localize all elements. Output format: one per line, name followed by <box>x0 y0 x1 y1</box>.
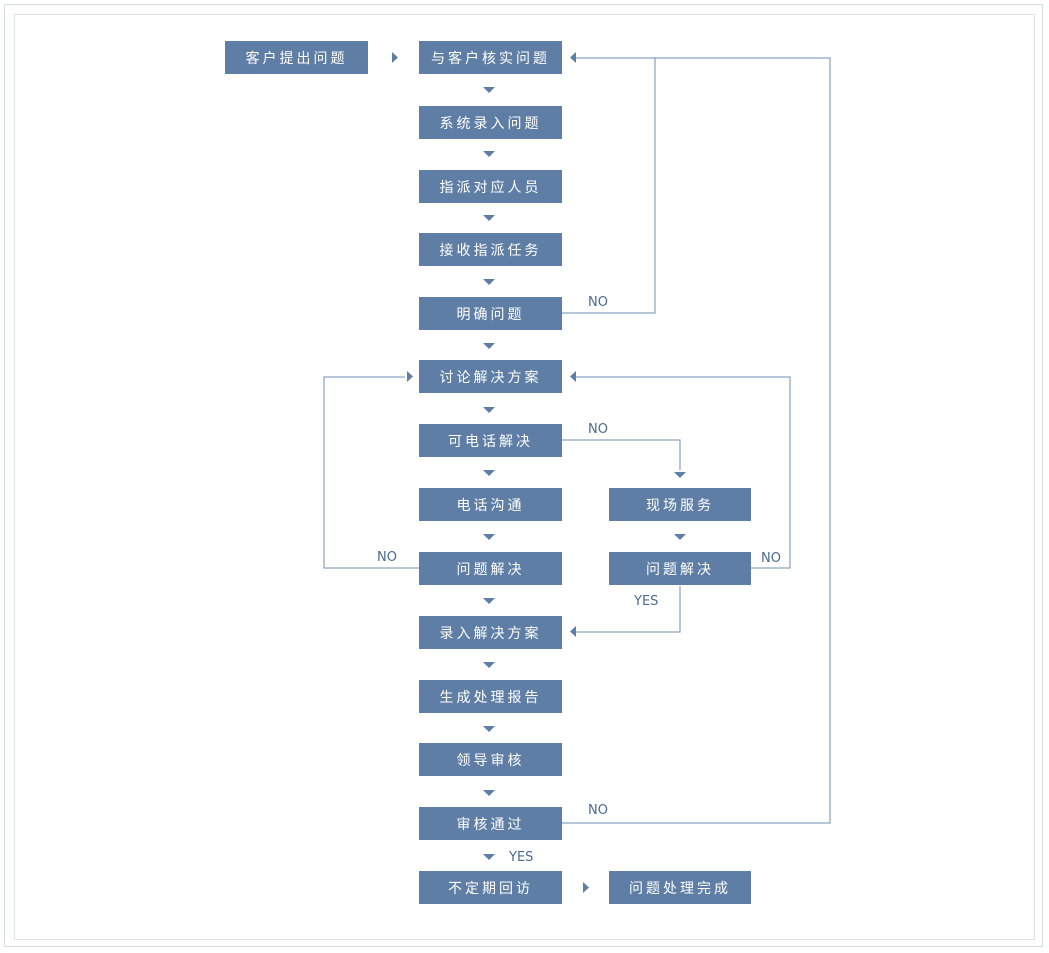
box-clarify-issue: 明确问题 <box>419 297 562 330</box>
box-phone-solvable: 可电话解决 <box>419 424 562 457</box>
box-review-passed: 审核通过 <box>419 807 562 840</box>
box-generate-report: 生成处理报告 <box>419 680 562 713</box>
arrow-down <box>483 215 495 221</box>
arrow-left <box>570 371 576 382</box>
connector-review-no <box>562 57 831 824</box>
connector-left-no <box>323 376 419 569</box>
arrow-down <box>483 598 495 604</box>
connector-right-no <box>576 376 791 569</box>
arrow-down <box>483 726 495 732</box>
box-assign-staff: 指派对应人员 <box>419 170 562 203</box>
box-issue-solved-right: 问题解决 <box>609 552 751 585</box>
arrow-down <box>674 534 686 540</box>
arrow-down <box>483 534 495 540</box>
label-no-right: NO <box>761 551 781 566</box>
box-receive-task: 接收指派任务 <box>419 233 562 266</box>
connector-clarify-no <box>562 57 656 314</box>
arrow-left <box>570 52 576 63</box>
arrow-down <box>483 662 495 668</box>
arrow-down <box>483 790 495 796</box>
label-no-left: NO <box>377 550 397 565</box>
connector-right-yes <box>576 586 681 633</box>
box-onsite-service: 现场服务 <box>609 488 751 521</box>
box-issue-solved-left: 问题解决 <box>419 552 562 585</box>
box-verify-with-customer: 与客户核实问题 <box>419 41 562 74</box>
box-record-solution: 录入解决方案 <box>419 616 562 649</box>
arrow-down <box>674 472 686 478</box>
arrow-down <box>483 854 495 860</box>
arrow-down <box>483 470 495 476</box>
box-customer-raise: 客户提出问题 <box>225 41 368 74</box>
arrow-down <box>483 343 495 349</box>
box-discuss-solution: 讨论解决方案 <box>419 360 562 393</box>
connector-phone-no <box>562 439 681 470</box>
arrow-right <box>583 882 589 893</box>
label-no-clarify: NO <box>588 295 608 310</box>
label-yes-right: YES <box>634 594 659 609</box>
box-irregular-followup: 不定期回访 <box>419 871 562 904</box>
arrow-down <box>483 87 495 93</box>
arrow-right <box>392 52 398 63</box>
box-system-entry: 系统录入问题 <box>419 106 562 139</box>
arrow-right <box>407 371 413 382</box>
box-issue-done: 问题处理完成 <box>609 871 751 904</box>
label-yes-review: YES <box>509 850 534 865</box>
inner-frame <box>14 14 1035 940</box>
box-leader-review: 领导审核 <box>419 743 562 776</box>
label-no-review: NO <box>588 803 608 818</box>
arrow-left <box>570 626 576 637</box>
label-no-phone: NO <box>588 422 608 437</box>
arrow-down <box>483 151 495 157</box>
arrow-down <box>483 279 495 285</box>
arrow-down <box>483 407 495 413</box>
box-phone-contact: 电话沟通 <box>419 488 562 521</box>
